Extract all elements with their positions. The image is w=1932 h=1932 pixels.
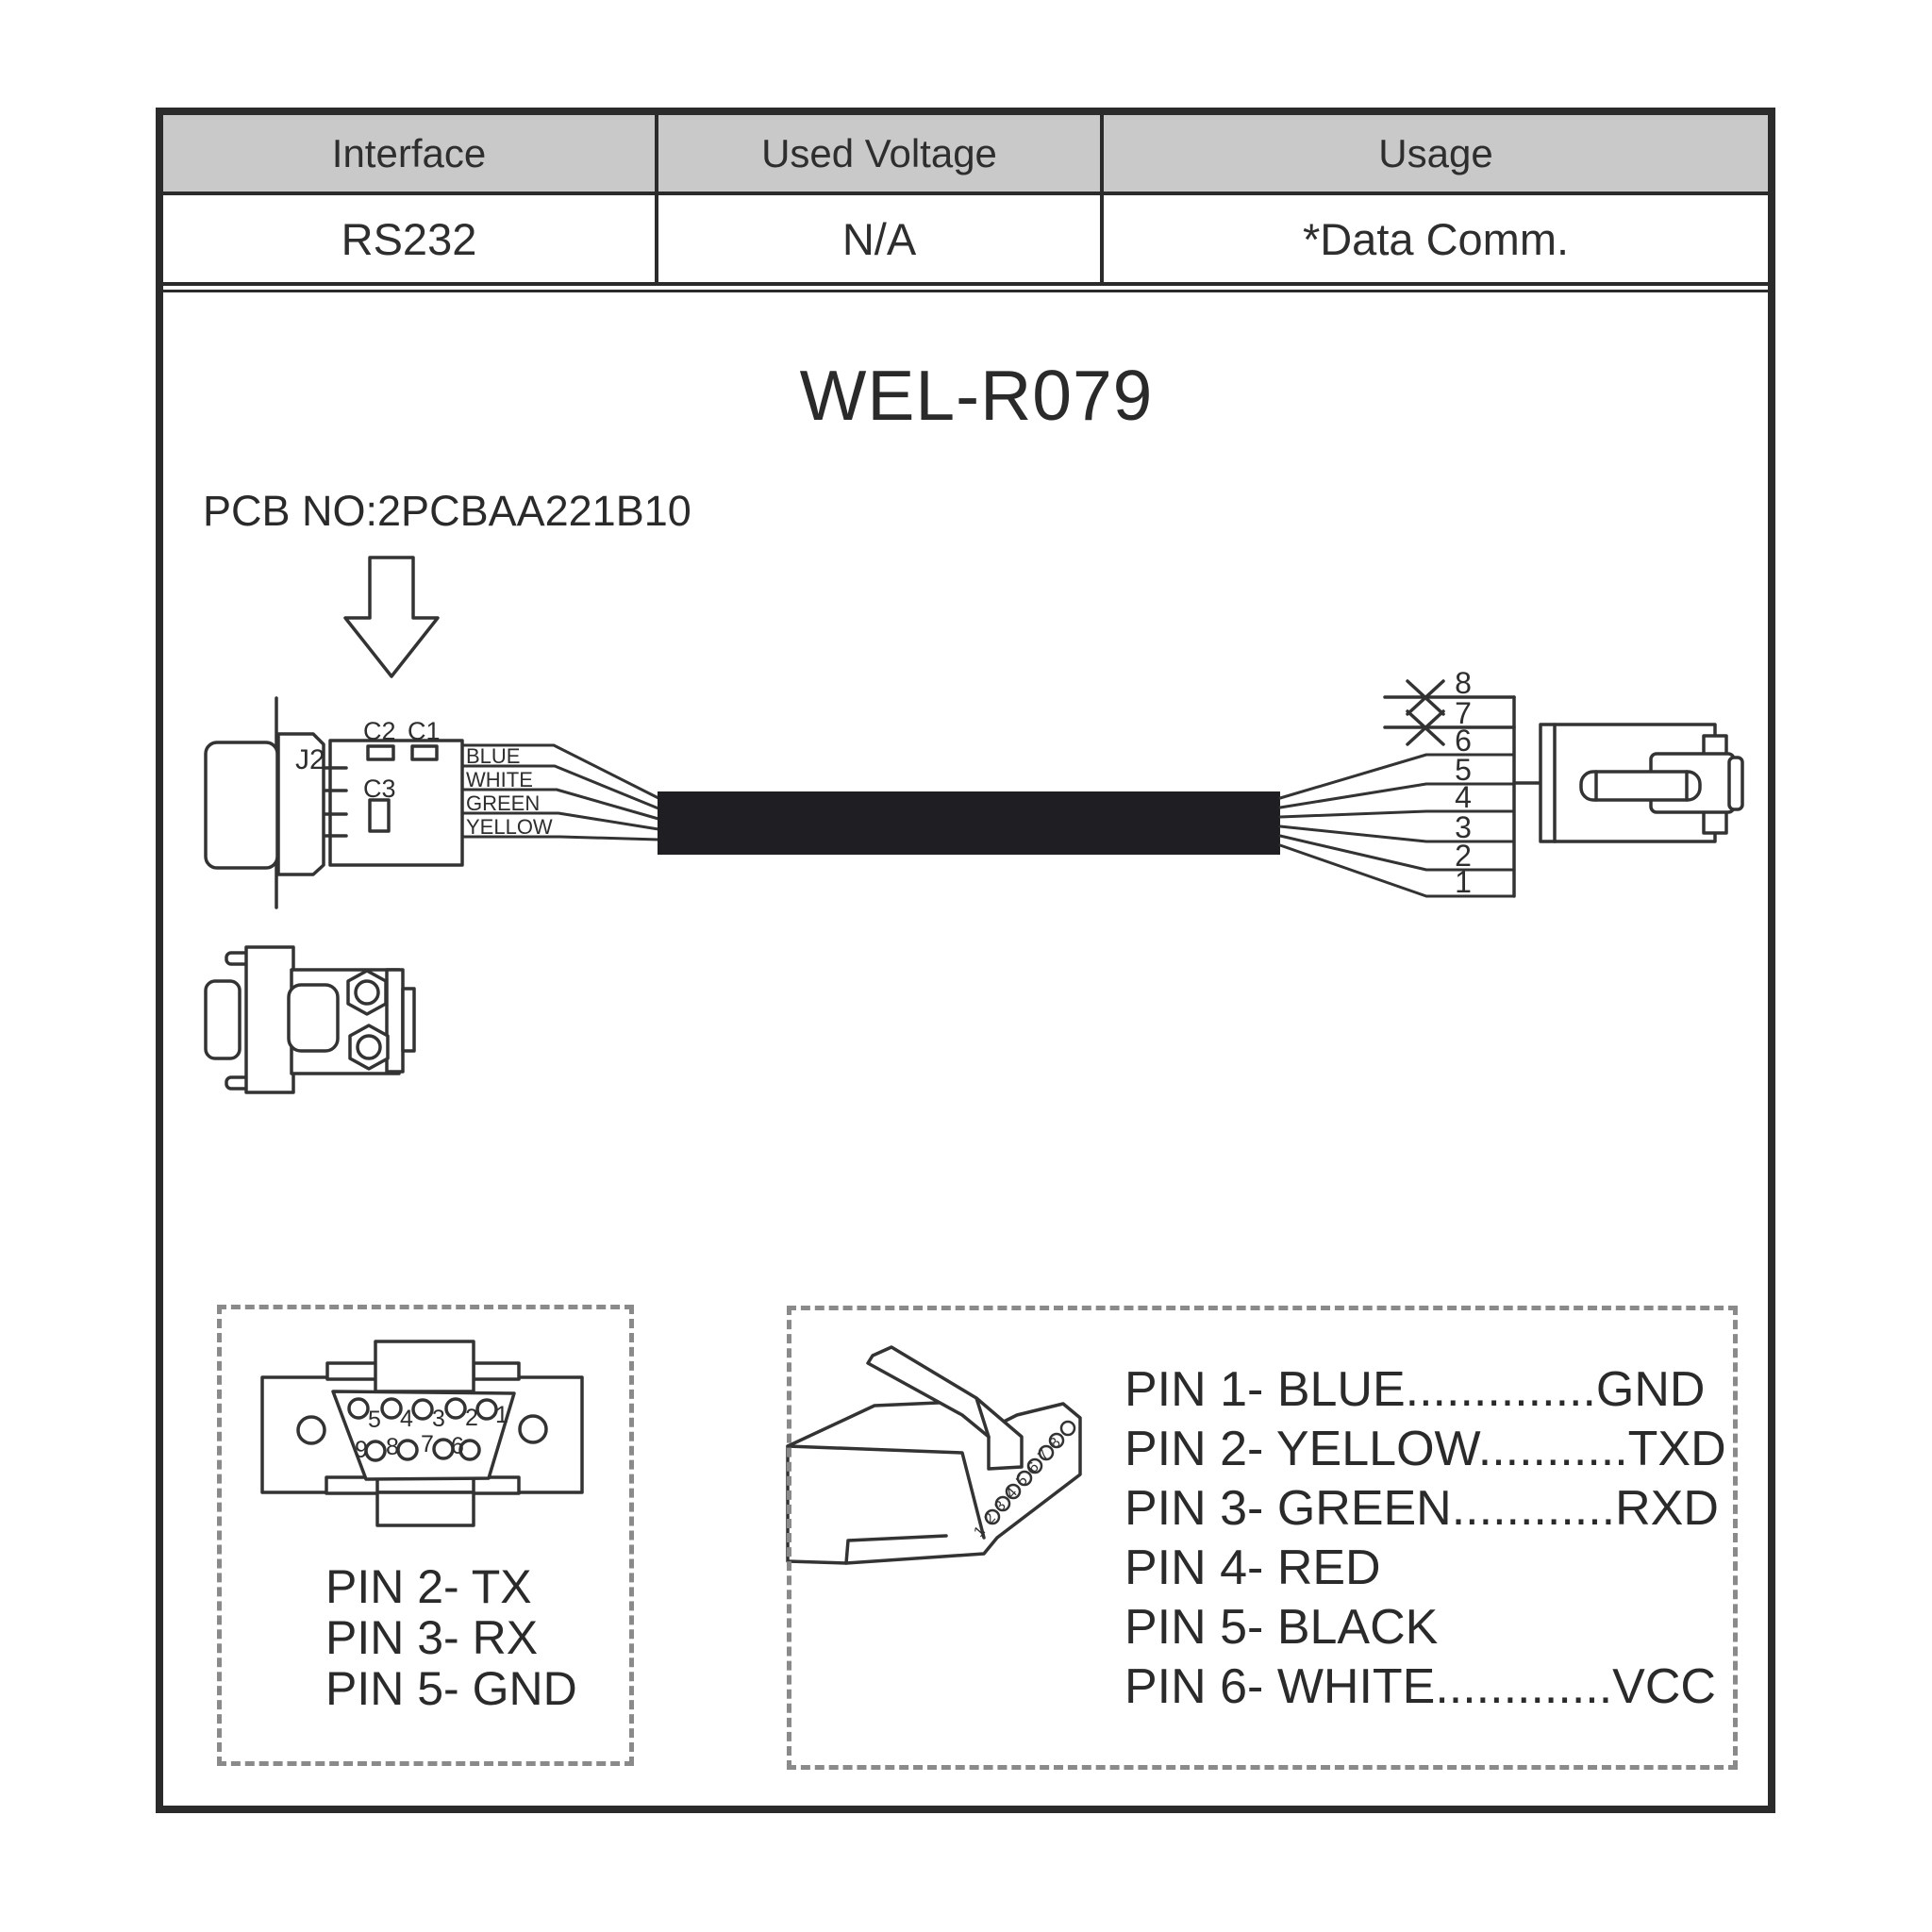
db9-face-view [260,1340,584,1527]
table-header-used-voltage: Used Voltage [658,115,1104,195]
rj-pinout-box [787,1306,1738,1770]
right-wire-fan [1278,753,1516,898]
rj-pin-map-line: PIN 6- WHITE.............VCC [1124,1659,1716,1714]
table-value-used-voltage: N/A [658,195,1104,282]
db9-pin-1: 1 [495,1402,508,1428]
rj-pinout-notes: PIN 1- BLUE..............GND PIN 2- YELL… [1124,1360,1726,1717]
db9-note-line: PIN 3- RX [325,1611,539,1664]
c1-label: C1 [408,717,441,745]
db9-pinout-box [217,1305,634,1766]
rj-plug-top-view [1539,723,1744,843]
db9-pin-6: 6 [451,1433,464,1459]
table-value-interface: RS232 [163,195,658,282]
left-wire-fan [460,743,660,841]
down-arrow-icon [343,556,440,678]
rj-pin-map-line: PIN 5- BLACK [1124,1600,1439,1655]
ladder-pin-1: 1 [1455,865,1472,899]
j2-label: J2 [295,744,325,775]
table-value-usage: *Data Comm. [1104,195,1768,282]
ladder-pin-5: 5 [1455,753,1472,787]
db9-pin-8: 8 [386,1434,399,1460]
db9-pin-9: 9 [355,1437,368,1463]
ladder-pin-6: 6 [1455,724,1472,758]
ladder-pin-2: 2 [1455,839,1472,873]
pcb-number-label: PCB NO:2PCBAA221B10 [203,487,691,535]
db9-pin-3: 3 [432,1406,445,1432]
rj-pin-map-line: PIN 3- GREEN............RXD [1124,1481,1719,1536]
c2-label: C2 [363,717,396,745]
j2-connector [204,696,464,909]
ladder-pin-8: 8 [1455,666,1472,700]
db9-side-view [204,945,416,1094]
table-bottom-rule [163,290,1768,292]
ladder-pin-3: 3 [1455,810,1472,844]
rj-pin-map-line: PIN 4- RED [1124,1541,1381,1595]
cable-model-title: WEL-R079 [799,356,1154,435]
pin-ladder [1383,679,1542,898]
cable-body [658,791,1280,855]
rj-plug-3d-view [786,1345,1082,1565]
db9-note-line: PIN 2- TX [325,1560,532,1613]
table-header-interface: Interface [163,115,658,195]
ladder-pin-7: 7 [1455,696,1472,730]
rj-pin-map-line: PIN 1- BLUE..............GND [1124,1362,1706,1417]
db9-pin-4: 4 [400,1406,413,1432]
wire-label-white: WHITE [466,768,533,791]
wire-label-green: GREEN [466,791,540,815]
ladder-pin-4: 4 [1455,780,1472,814]
db9-pin-7: 7 [421,1431,434,1457]
db9-pin-2: 2 [465,1405,478,1431]
c3-label: C3 [363,774,396,803]
table-header-usage: Usage [1104,115,1768,195]
db9-note-line: PIN 5- GND [325,1662,577,1715]
spec-table: Interface Used Voltage Usage RS232 N/A *… [163,115,1768,286]
not-connected-x-icon [1406,679,1445,746]
rj-pin-map-line: PIN 2- YELLOW...........TXD [1124,1422,1726,1476]
wire-label-blue: BLUE [466,744,520,768]
db9-pinout-notes: PIN 2- TX PIN 3- RX PIN 5- GND [325,1561,577,1714]
db9-pin-5: 5 [368,1407,381,1433]
wire-label-yellow: YELLOW [466,815,553,839]
